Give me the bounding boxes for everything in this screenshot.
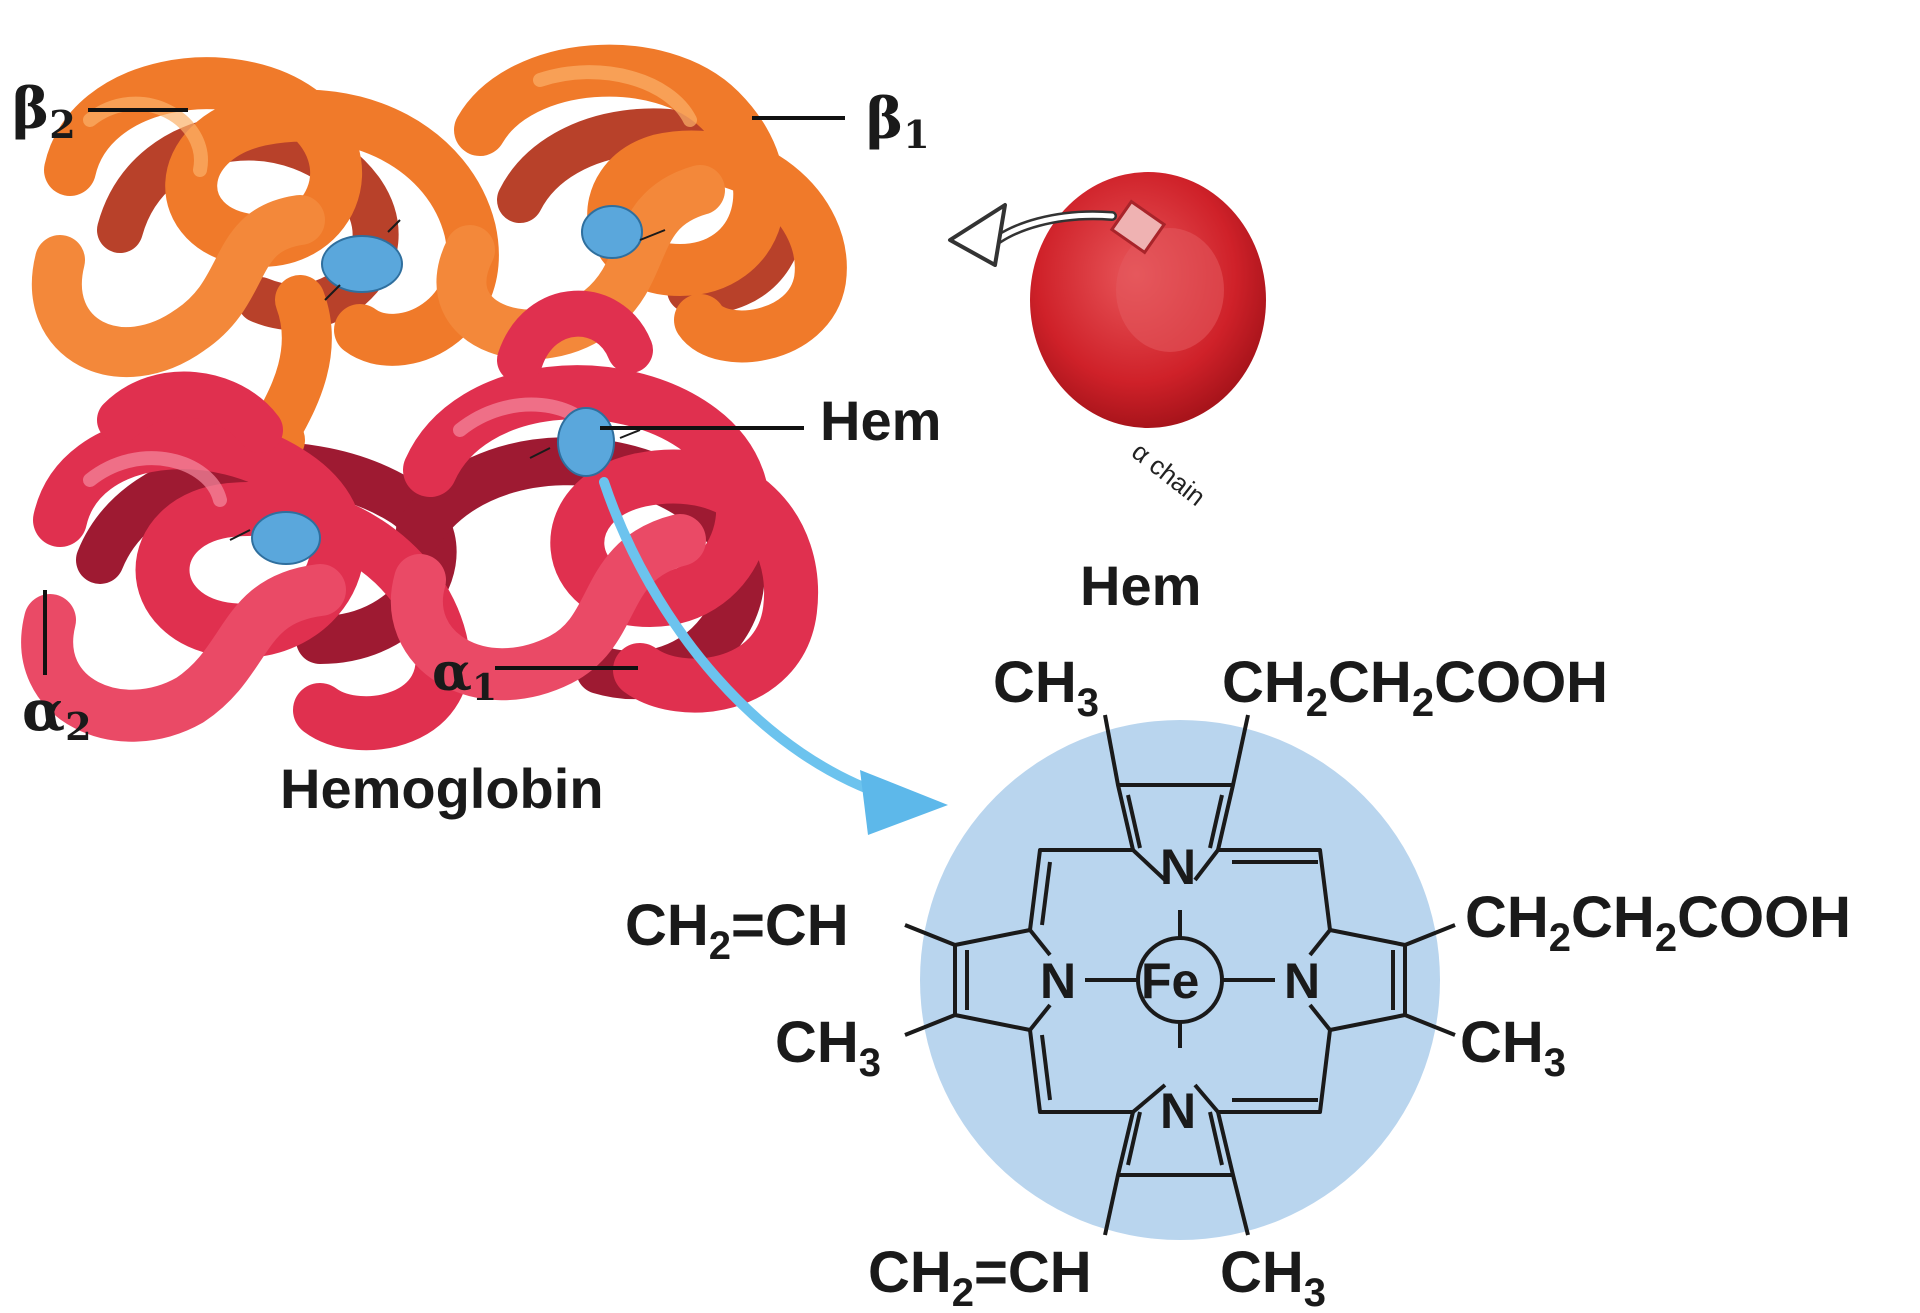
atom-n-top: N — [1160, 839, 1196, 895]
rbc-center — [1116, 228, 1224, 352]
heme-zoom-arrowhead — [860, 770, 948, 835]
subunit-labels: β2 β1 α2 α1 Hem Hemoglobin — [12, 76, 941, 820]
sub-right-upper: CH2CH2COOH — [1465, 885, 1851, 960]
heme-zoom-arrow — [599, 477, 905, 805]
label-beta2: β2 — [12, 76, 76, 147]
heme-title: Hem — [1080, 554, 1201, 617]
alpha1-chain — [390, 290, 819, 713]
leader-lines — [43, 108, 845, 675]
atom-fe: Fe — [1141, 953, 1199, 1009]
sub-right-lower: CH3 — [1460, 1010, 1566, 1085]
label-beta1: β1 — [866, 86, 930, 157]
heme-discs — [229, 205, 666, 565]
red-blood-cell-panel: α chain — [948, 150, 1430, 512]
label-alpha2: α2 — [22, 678, 92, 749]
sub-left-lower: CH3 — [775, 1010, 881, 1085]
heme-structure: Hem — [625, 554, 1851, 1313]
sub-bottom-left: CH2=CH — [868, 1240, 1092, 1313]
ring-atoms: N N N N Fe — [1040, 839, 1320, 1139]
heme-disc-alpha2 — [251, 511, 321, 565]
atom-n-right: N — [1284, 953, 1320, 1009]
sub-top-right: CH2CH2COOH — [1222, 650, 1608, 725]
sub-bottom-right: CH3 — [1220, 1240, 1326, 1313]
sub-left-upper: CH2=CH — [625, 893, 849, 968]
rbc-zoom-arrowhead — [948, 203, 1007, 267]
rbc-zoom-box — [1109, 199, 1167, 255]
atom-n-left: N — [1040, 953, 1076, 1009]
beta2-chain — [31, 57, 499, 466]
fe-circle — [1136, 936, 1224, 1024]
heme-disc-beta2 — [321, 235, 403, 293]
sub-top-left: CH3 — [993, 650, 1099, 725]
hemoglobin-model — [21, 44, 948, 835]
heme-disc-beta1 — [581, 205, 643, 259]
label-alpha1: α1 — [432, 642, 497, 709]
substituent-labels: CH3 CH2CH2COOH CH2=CH CH3 CH2CH2COOH CH3… — [625, 650, 1851, 1313]
label-hem-pointer: Hem — [820, 389, 941, 452]
porphyrin-bonds — [904, 714, 1456, 1236]
label-hemoglobin: Hemoglobin — [280, 757, 604, 820]
atom-n-bottom: N — [1160, 1083, 1196, 1139]
heme-disc-alpha1 — [557, 407, 615, 477]
